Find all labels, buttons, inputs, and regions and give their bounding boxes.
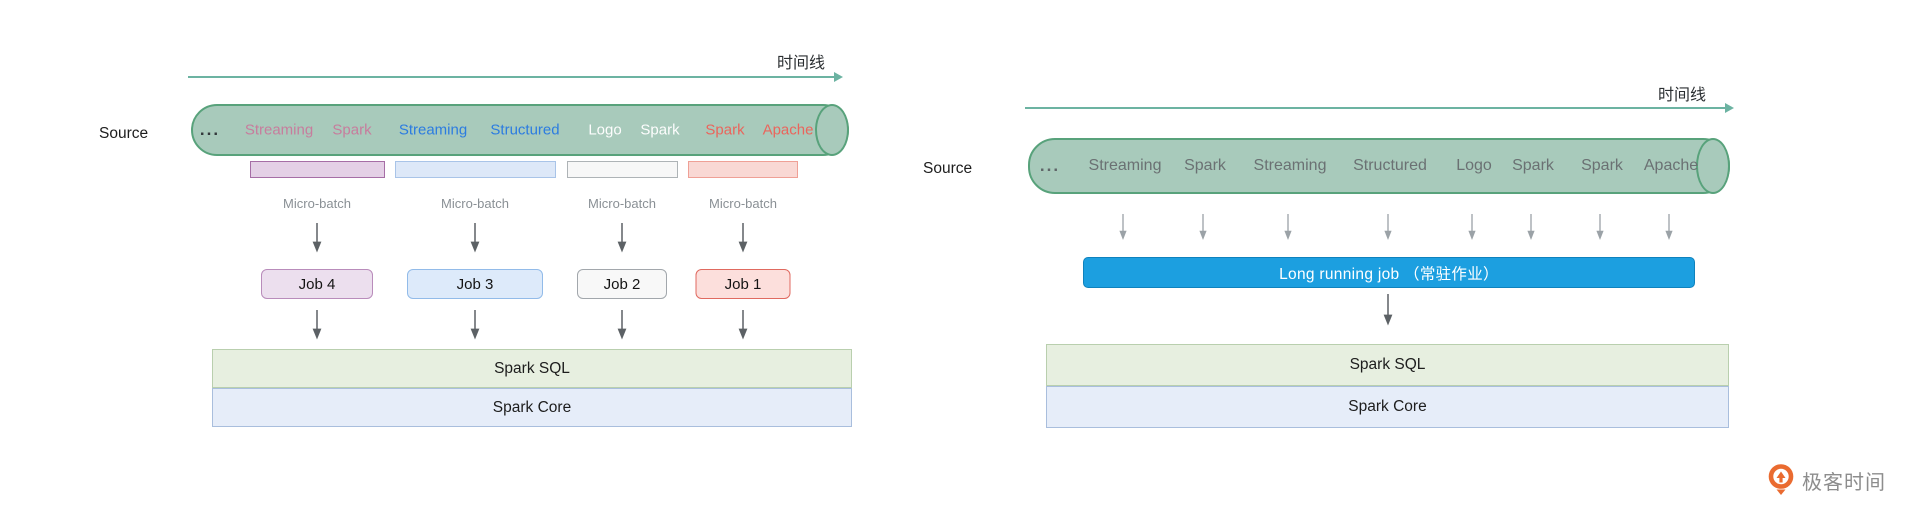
stream-word: Structured — [1353, 157, 1427, 174]
down-arrow-icon — [1383, 294, 1393, 326]
stream-word: Streaming — [244, 121, 314, 139]
timeline-label: 时间线 — [1658, 87, 1707, 104]
down-arrow-icon — [1596, 214, 1604, 240]
geektime-logo-text: 极客时间 — [1802, 471, 1886, 494]
stream-word: Logo — [1456, 157, 1492, 174]
micro-batch-label: Micro-batch — [283, 196, 351, 211]
micro-batch-strip — [688, 161, 798, 178]
spark-sql-label: Spark SQL — [494, 359, 570, 377]
job-box: Job 4 — [261, 269, 373, 299]
spark-sql-layer: Spark SQL — [1046, 344, 1729, 386]
stream-word: Spark — [1184, 157, 1226, 174]
stream-word: Apache — [762, 121, 814, 139]
spark-core-layer: Spark Core — [1046, 386, 1729, 428]
down-arrow-icon — [738, 223, 748, 253]
down-arrow-icon — [1119, 214, 1127, 240]
source-stream-cylinder: ... Streaming Spark Streaming Structured… — [1028, 138, 1730, 194]
spark-sql-label: Spark SQL — [1349, 356, 1426, 373]
micro-batch-label: Micro-batch — [709, 196, 777, 211]
stream-word: ... — [199, 120, 221, 139]
timeline-arrow-icon — [1025, 103, 1734, 113]
timeline-arrow-icon — [188, 72, 843, 82]
stream-word: ... — [1039, 156, 1061, 175]
micro-batch-label: Micro-batch — [588, 196, 656, 211]
down-arrow-icon — [1665, 214, 1673, 240]
spark-core-label: Spark Core — [1348, 398, 1427, 415]
down-arrow-icon — [470, 310, 480, 340]
down-arrow-icon — [1384, 214, 1392, 240]
stream-word: Spark — [705, 121, 745, 139]
job-label: Job 4 — [298, 275, 336, 293]
micro-batch-strip — [567, 161, 678, 178]
micro-batch-label: Micro-batch — [441, 196, 509, 211]
cylinder-cap-icon — [815, 104, 849, 156]
cylinder-cap-icon — [1696, 138, 1730, 194]
down-arrow-icon — [1284, 214, 1292, 240]
down-arrow-icon — [470, 223, 480, 253]
down-arrow-icon — [312, 310, 322, 340]
down-arrow-icon — [617, 310, 627, 340]
stream-word: Streaming — [1253, 157, 1327, 174]
stream-word: Spark — [1581, 157, 1623, 174]
down-arrow-icon — [738, 310, 748, 340]
job-label: Job 2 — [603, 275, 641, 293]
down-arrow-icon — [617, 223, 627, 253]
down-arrow-icon — [1527, 214, 1535, 240]
stream-word: Streaming — [1088, 157, 1162, 174]
stream-word: Spark — [1512, 157, 1554, 174]
job-box: Job 1 — [695, 269, 791, 299]
job-box: Job 2 — [577, 269, 667, 299]
job-box: Job 3 — [407, 269, 543, 299]
geektime-logo: 极客时间 — [1766, 463, 1886, 497]
stream-word: Structured — [490, 121, 560, 139]
micro-batch-strip — [395, 161, 556, 178]
source-stream-cylinder: ... Streaming Spark Streaming Structured… — [191, 104, 849, 156]
source-label: Source — [923, 160, 973, 177]
stream-word: Spark — [332, 121, 372, 139]
source-label: Source — [99, 125, 149, 142]
down-arrow-icon — [312, 223, 322, 253]
job-label: Job 1 — [724, 275, 762, 293]
stream-word: Logo — [588, 121, 622, 139]
down-arrow-icon — [1199, 214, 1207, 240]
stream-word: Streaming — [398, 121, 468, 139]
spark-core-layer: Spark Core — [212, 388, 852, 427]
job-label: Job 3 — [456, 275, 494, 293]
spark-sql-layer: Spark SQL — [212, 349, 852, 388]
geektime-logo-icon — [1768, 464, 1794, 495]
down-arrow-icon — [1468, 214, 1476, 240]
micro-batch-strip — [250, 161, 385, 178]
long-running-job-label: Long running job （常驻作业） — [1279, 265, 1499, 283]
stream-word: Spark — [640, 121, 680, 139]
spark-core-label: Spark Core — [492, 398, 572, 416]
timeline-label: 时间线 — [777, 55, 826, 72]
stream-word: Apache — [1643, 157, 1699, 174]
long-running-job-bar: Long running job （常驻作业） — [1083, 257, 1695, 288]
